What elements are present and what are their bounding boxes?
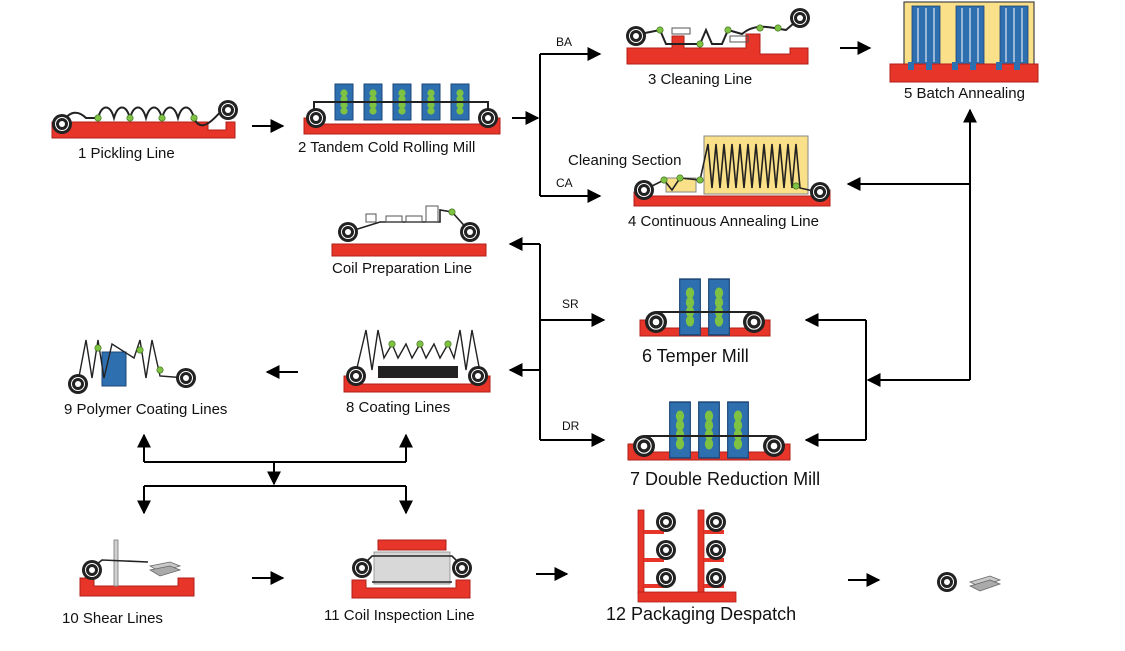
pickling-line-graphic (51, 99, 239, 139)
label-cleaning-line: 3 Cleaning Line (648, 71, 753, 88)
label-coating-lines: 8 Coating Lines (346, 399, 451, 416)
label-pickling-line: 1 Pickling Line (78, 145, 175, 162)
tandem-mill-graphic (303, 83, 501, 135)
label-cleaning-section: Cleaning Section (568, 152, 682, 169)
polymer-coating-graphic (67, 339, 197, 395)
continuous-annealing-graphic (633, 135, 831, 207)
temper-mill-graphic (639, 278, 771, 337)
coil-inspection-graphic (351, 539, 473, 599)
branch-label-sr: SR (562, 297, 579, 311)
label-coil-prep: Coil Preparation Line (332, 260, 473, 277)
label-continuous-annealing: 4 Continuous Annealing Line (628, 213, 819, 230)
branch-label-ba: BA (556, 35, 573, 49)
label-packaging-despatch: 12 Packaging Despatch (606, 604, 797, 624)
label-batch-annealing: 5 Batch Annealing (904, 85, 1025, 102)
label-polymer-coating: 9 Polymer Coating Lines (64, 401, 228, 418)
label-shear-lines: 10 Shear Lines (62, 610, 163, 627)
packaging-graphic (637, 509, 737, 603)
flow-arrows (137, 41, 977, 587)
label-coil-inspection: 11 Coil Inspection Line (324, 607, 475, 624)
shear-lines-graphic (79, 539, 195, 597)
label-double-reduction: 7 Double Reduction Mill (630, 469, 821, 489)
label-temper-mill: 6 Temper Mill (642, 346, 749, 366)
coil-prep-graphic (331, 205, 487, 257)
batch-annealing-graphic (889, 1, 1039, 83)
branch-label-ca: CA (556, 176, 573, 190)
coating-lines-graphic (343, 329, 491, 393)
branch-label-dr: DR (562, 419, 580, 433)
final-products-graphic (936, 571, 1002, 593)
label-tandem-mill: 2 Tandem Cold Rolling Mill (298, 139, 476, 156)
double-reduction-graphic (627, 401, 791, 461)
cleaning-line-graphic (625, 7, 811, 65)
